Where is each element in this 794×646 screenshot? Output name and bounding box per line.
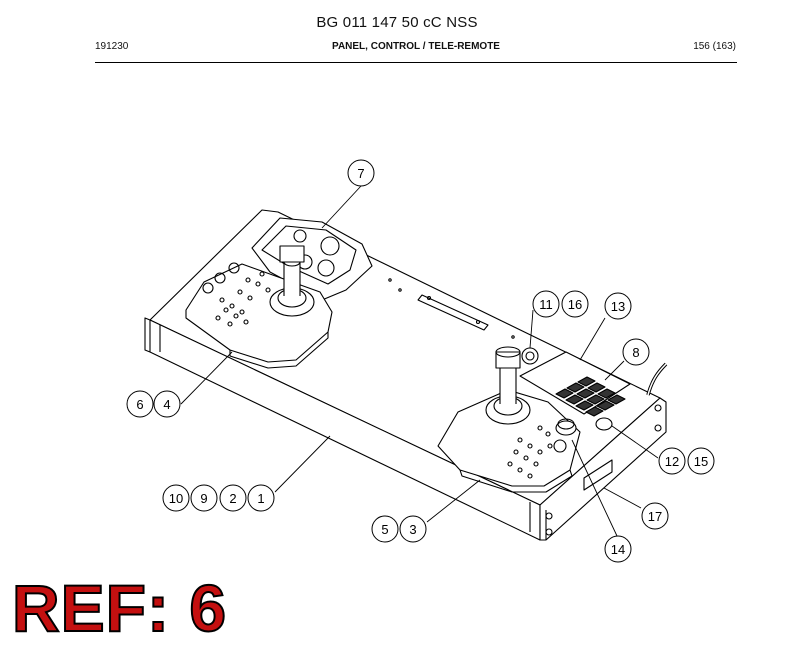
- callout-11-label: 11: [539, 297, 553, 312]
- callout-3: [399, 515, 427, 543]
- base-plate-end: [539, 397, 667, 541]
- keypad-keys: [555, 376, 626, 417]
- page-number: 156 (163): [693, 41, 736, 52]
- callout-16: [561, 290, 589, 318]
- callout-17-label: 17: [648, 509, 662, 524]
- callout-bubbles: [126, 159, 715, 563]
- callout-numbers: 7 6 4 10 9 2 1 5 3 11 16 13 8 12 15 17 1…: [136, 166, 708, 557]
- right-console-buttons: [507, 425, 553, 479]
- callout-2-label: 2: [229, 491, 236, 506]
- callout-14-label: 14: [611, 542, 625, 557]
- callout-15: [687, 447, 715, 475]
- callout-5-label: 5: [381, 522, 388, 537]
- control-panel-drawing: [144, 209, 668, 541]
- callout-15-label: 15: [694, 454, 708, 469]
- document-number: 191230: [95, 41, 129, 52]
- leader-lines: [180, 185, 659, 537]
- callout-4-label: 4: [163, 397, 170, 412]
- callout-3-label: 3: [409, 522, 416, 537]
- callout-11: [532, 290, 560, 318]
- part-description: PANEL, CONTROL / TELE-REMOTE: [332, 41, 500, 52]
- callout-14: [604, 535, 632, 563]
- callout-9: [190, 484, 218, 512]
- callout-10: [162, 484, 190, 512]
- callout-1: [247, 484, 275, 512]
- callout-4: [153, 390, 181, 418]
- callout-13-label: 13: [611, 299, 625, 314]
- callout-5: [371, 515, 399, 543]
- header-rule: [95, 62, 737, 63]
- right-console: [437, 389, 581, 487]
- callout-6: [126, 390, 154, 418]
- callout-12: [658, 447, 686, 475]
- callout-1-label: 1: [257, 491, 264, 506]
- callout-8-label: 8: [632, 345, 639, 360]
- callout-10-label: 10: [169, 491, 183, 506]
- callout-9-label: 9: [200, 491, 207, 506]
- callout-12-label: 12: [665, 454, 679, 469]
- callout-7: [347, 159, 375, 187]
- callout-17: [641, 502, 669, 530]
- callout-16-label: 16: [568, 297, 582, 312]
- callout-7-label: 7: [357, 166, 364, 181]
- reference-label: REF: 6: [11, 570, 228, 646]
- callout-6-label: 6: [136, 397, 143, 412]
- left-console-buttons: [215, 271, 271, 327]
- document-title: BG 011 147 50 cC NSS: [316, 14, 478, 31]
- cable: [646, 362, 668, 396]
- callout-8: [622, 338, 650, 366]
- callout-2: [219, 484, 247, 512]
- callout-13: [604, 292, 632, 320]
